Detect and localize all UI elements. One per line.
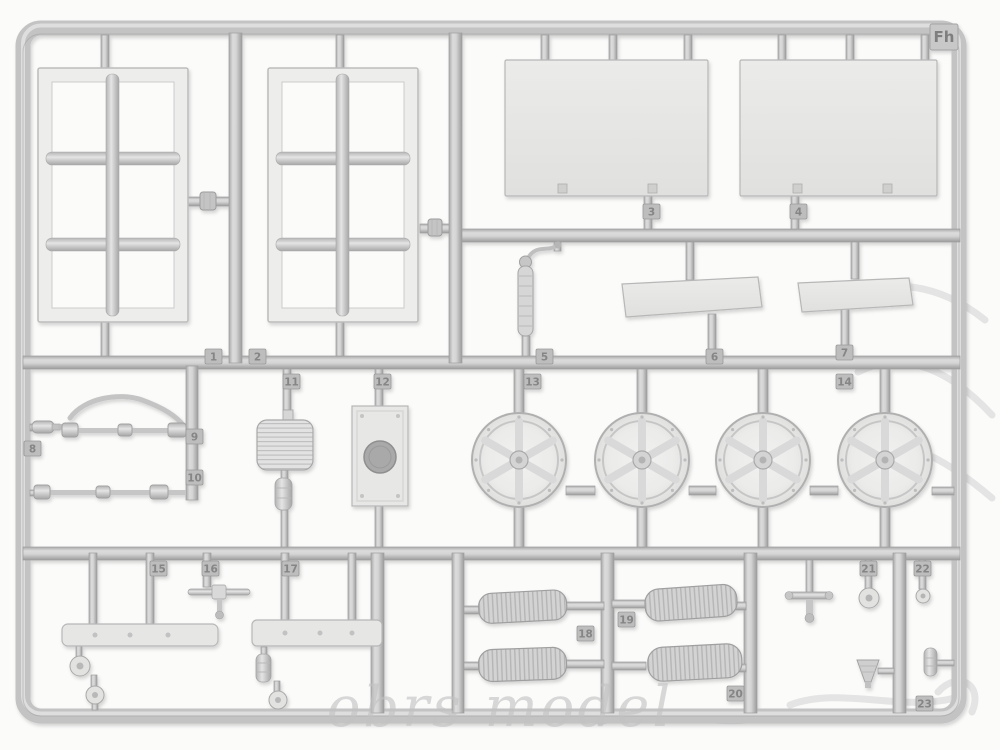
part-panel-4 [739,59,938,197]
svg-text:5: 5 [541,352,548,364]
svg-text:9: 9 [191,432,198,444]
part-number-tag: 5 [535,348,554,365]
svg-text:16: 16 [203,564,218,576]
part-number-tags: 1 2 3 4 5 6 7 8 9 10 11 12 13 14 15 16 1… [23,203,934,712]
svg-text:4: 4 [795,207,802,219]
svg-text:22: 22 [915,564,930,576]
svg-text:2: 2 [254,352,261,364]
svg-text:21: 21 [861,564,876,576]
part-hose-5 [517,241,562,337]
watermark-text: obrs model [327,675,674,740]
part-small-disc-22 [915,588,931,604]
part-coupler-gates [199,191,443,237]
svg-text:15: 15 [151,564,166,576]
part-number-tag: 20 [726,685,745,702]
part-panel-7 [797,277,914,313]
part-radiator-11 [256,409,314,511]
part-number-tag: 13 [523,373,542,390]
part-plate-12 [351,405,409,507]
part-curved-section-20 [647,643,743,682]
part-number-tag: 11 [282,373,301,390]
svg-text:20: 20 [728,689,743,701]
part-panel-3 [504,59,709,197]
svg-text:6: 6 [711,352,718,364]
part-axle-9 [61,394,187,438]
svg-text:10: 10 [187,473,202,485]
svg-text:11: 11 [284,377,299,389]
part-road-wheel-2 [595,413,689,507]
part-number-tag: 3 [642,203,661,220]
part-number-tag: 19 [617,611,636,628]
sprue-code-tab: Fh [929,23,959,51]
part-number-tag: 1 [204,348,223,365]
svg-text:17: 17 [283,564,298,576]
part-number-tag: 10 [185,469,204,486]
part-road-wheel-1 [472,413,566,507]
part-rod-16 [187,584,251,620]
part-road-wheel-3 [716,413,810,507]
part-number-tag: 9 [185,428,204,445]
part-number-tag: 6 [705,348,724,365]
part-curved-section-19 [644,583,738,622]
part-number-tag: 21 [859,560,878,577]
part-window-frame-2 [267,67,419,323]
part-roller [923,647,938,677]
svg-text:8: 8 [29,444,36,456]
part-number-tag: 15 [149,560,168,577]
svg-text:12: 12 [375,377,390,389]
part-number-tag: 4 [789,203,808,220]
sprue-code-label: Fh [934,28,955,46]
part-number-tag: 17 [281,560,300,577]
svg-text:23: 23 [917,699,932,711]
sprue-frame-and-parts: Fh 1 2 3 4 5 6 7 8 9 10 11 12 13 14 15 1… [15,20,967,724]
svg-text:13: 13 [525,377,540,389]
part-number-tag: 18 [576,625,595,642]
part-curved-section-18a [478,589,568,624]
svg-text:18: 18 [578,629,593,641]
part-number-tag: 2 [248,348,267,365]
part-axle-10 [33,484,186,500]
part-curved-section-18b [477,646,568,683]
part-fender-15 [61,623,219,705]
part-panel-6 [621,276,763,318]
part-road-wheel-4 [838,413,932,507]
part-number-tag: 16 [201,560,220,577]
part-tow-hook [784,591,834,623]
svg-text:1: 1 [210,352,217,364]
svg-text:19: 19 [619,615,634,627]
part-funnel [856,659,880,688]
part-small-wheel-21 [858,587,880,609]
part-number-tag: 7 [835,344,854,361]
svg-text:14: 14 [837,377,852,389]
svg-text:7: 7 [841,348,848,360]
part-number-tag: 22 [913,560,932,577]
part-number-tag: 14 [835,373,854,390]
part-number-tag: 12 [373,373,392,390]
svg-text:3: 3 [648,207,655,219]
part-window-frame-1 [37,67,189,323]
part-number-tag: 8 [23,440,42,457]
part-fender-17 [251,619,383,710]
part-number-tag: 23 [915,695,934,712]
